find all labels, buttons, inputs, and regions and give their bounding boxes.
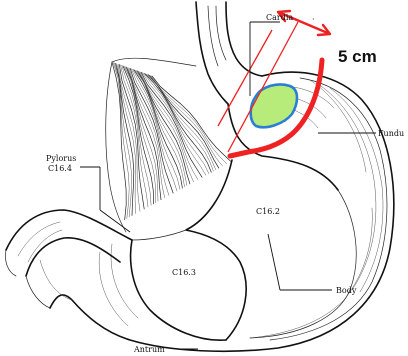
rugal-fold-line xyxy=(140,72,198,180)
rugal-fold-line xyxy=(141,72,202,177)
rugal-fold-line xyxy=(152,76,231,162)
body-code-label: C16.2 xyxy=(256,207,280,216)
measurement-label: 5 cm xyxy=(338,47,377,66)
fundus-label: Fundu xyxy=(378,129,404,138)
fold-mass-top-edge xyxy=(112,58,196,66)
pylorus-label: Pylorus xyxy=(46,154,76,163)
tumor-fill xyxy=(251,84,297,127)
pylorus-code-label: C16.4 xyxy=(48,164,72,173)
stomach-outline xyxy=(5,72,393,351)
antrum-code-label: C16.3 xyxy=(172,268,196,277)
leader-lines xyxy=(80,22,376,349)
cardia-label: Cardia xyxy=(266,13,293,22)
red-annotations xyxy=(218,11,330,156)
cardia-marker: · xyxy=(312,15,315,24)
body-label: Body xyxy=(336,286,357,295)
rugal-fold-line xyxy=(138,71,190,184)
esophagus xyxy=(196,2,262,104)
antrum-label: Antrum xyxy=(133,345,165,354)
fold-mass-edge xyxy=(106,62,126,232)
rugal-fold-line xyxy=(145,74,212,173)
tumor-lesion xyxy=(251,84,297,127)
